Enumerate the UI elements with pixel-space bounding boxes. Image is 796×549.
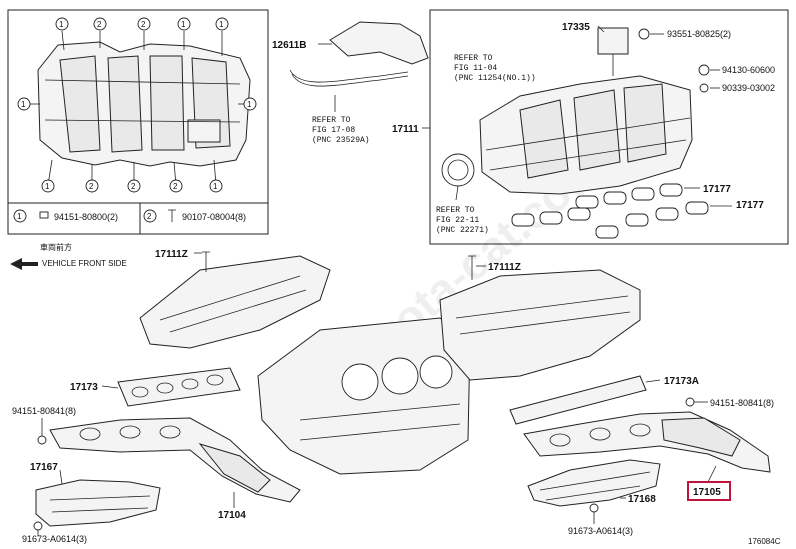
bolt-91673-left: 91673-A0614(3) xyxy=(22,521,87,544)
callout-circle-5: 1 xyxy=(215,17,229,31)
svg-text:1: 1 xyxy=(21,100,26,109)
callout-circle-left-side: 1 xyxy=(17,97,31,111)
callout-circle-9: 2 xyxy=(169,179,183,193)
callout-circle-8: 2 xyxy=(127,179,141,193)
svg-text:2: 2 xyxy=(141,20,146,29)
heat-insulator-17168: 17168 xyxy=(527,459,661,507)
gasket-17173a: 17173A xyxy=(509,375,699,425)
ref-11-04-line1: REFER TO xyxy=(454,54,493,63)
inset-box-intake-gasket: 1 2 2 1 1 1 2 2 2 1 1 1 1 94151-80800(2)… xyxy=(7,9,269,235)
callout-circle-right-side: 1 xyxy=(243,97,257,111)
bolt-94130 xyxy=(698,64,710,76)
callout-circle-3: 2 xyxy=(137,17,151,31)
svg-text:2: 2 xyxy=(131,182,136,191)
callout-circle-6: 1 xyxy=(41,179,55,193)
nut-94151-right: 94151-80841(8) xyxy=(685,397,774,408)
svg-text:93551-80825(2): 93551-80825(2) xyxy=(667,29,731,39)
heat-insulator-17167: 17167 xyxy=(30,462,161,527)
svg-text:2: 2 xyxy=(173,182,178,191)
svg-text:1: 1 xyxy=(247,100,252,109)
ref-17-08-line2: FIG 17-08 xyxy=(312,126,355,135)
svg-text:2: 2 xyxy=(97,20,102,29)
bolt-91673-right: 91673-A0614(3) xyxy=(568,503,633,536)
ref-22-11-line1: REFER TO xyxy=(436,206,475,215)
ref-22-11-line2: FIG 22-11 xyxy=(436,216,479,225)
gasket-17173: 17173 xyxy=(70,367,241,407)
exhaust-manifold-17105 xyxy=(523,411,771,483)
svg-text:1: 1 xyxy=(213,182,218,191)
svg-text:1: 1 xyxy=(219,20,224,29)
ref-11-04-line2: FIG 11-04 xyxy=(454,64,497,73)
bolt-90339 xyxy=(699,83,709,93)
part-label-17173: 17173 xyxy=(70,382,98,393)
vehicle-front-jp: 車両前方 xyxy=(40,242,72,252)
part-label-17177-a: 17177 xyxy=(703,184,731,195)
part-label-17177-b: 17177 xyxy=(736,200,764,211)
callout-circle-10: 1 xyxy=(209,179,223,193)
exhaust-manifold-17104: 17104 xyxy=(49,417,301,521)
engine-block-drawing xyxy=(139,255,641,475)
part-label-17167: 17167 xyxy=(30,462,58,473)
callout-circle-7: 2 xyxy=(85,179,99,193)
svg-text:91673-A0614(3): 91673-A0614(3) xyxy=(568,526,633,536)
gasket-row-upper xyxy=(575,183,683,209)
gasket-row-lower xyxy=(511,201,709,239)
svg-text:94130-60600: 94130-60600 xyxy=(722,65,775,75)
svg-text:17111Z: 17111Z xyxy=(155,249,188,260)
left-arrow-icon xyxy=(10,258,38,270)
svg-text:17111Z: 17111Z xyxy=(488,262,521,273)
intake-plenum-drawing xyxy=(37,41,251,167)
ref-17-08-line1: REFER TO xyxy=(312,116,351,125)
figure-code: 176084C xyxy=(748,537,781,546)
svg-text:94151-80841(8): 94151-80841(8) xyxy=(12,406,76,416)
legend-item-1: 1 94151-80800(2) xyxy=(13,209,118,223)
stud-17111z-left: 17111Z xyxy=(155,249,210,272)
svg-text:94151-80800(2): 94151-80800(2) xyxy=(54,212,118,222)
part-label-17173a: 17173A xyxy=(664,376,699,387)
part-17105-highlight-box[interactable]: 17105 xyxy=(687,481,731,501)
part-label-17111: 17111 xyxy=(392,124,419,135)
vehicle-front-indicator: 車両前方 VEHICLE FRONT SIDE xyxy=(10,242,127,270)
svg-text:90107-08004(8): 90107-08004(8) xyxy=(182,212,246,222)
svg-text:1: 1 xyxy=(17,212,22,221)
part-12611b-group: 12611B REFER TO FIG 17-08 (PNC 23529A) xyxy=(272,21,429,145)
ref-22-11-line3: (PNC 22271) xyxy=(436,226,489,235)
svg-text:1: 1 xyxy=(45,182,50,191)
stud-17111z-right: 17111Z xyxy=(468,255,521,280)
inset-box-intake-manifold: 17111 17335 93551-80825(2) 94130-60600 9… xyxy=(392,9,789,245)
svg-text:1: 1 xyxy=(59,20,64,29)
legend-item-2: 2 90107-08004(8) xyxy=(143,209,246,223)
nut-94151-left: 94151-80841(8) xyxy=(12,406,76,445)
bolt-93551 xyxy=(638,28,650,40)
vehicle-front-en: VEHICLE FRONT SIDE xyxy=(42,259,127,268)
part-label-12611b: 12611B xyxy=(272,40,306,51)
part-label-17335: 17335 xyxy=(562,22,590,33)
part-label-17104: 17104 xyxy=(218,510,246,521)
svg-text:94151-80841(8): 94151-80841(8) xyxy=(710,398,774,408)
part-label-17105: 17105 xyxy=(693,487,721,498)
svg-text:1: 1 xyxy=(181,20,186,29)
callout-circle-4: 1 xyxy=(177,17,191,31)
callout-circle-1: 1 xyxy=(55,17,69,31)
ref-17-08-line3: (PNC 23529A) xyxy=(312,136,370,145)
svg-text:90339-03002: 90339-03002 xyxy=(722,83,775,93)
ref-11-04-line3: (PNC 11254(NO.1)) xyxy=(454,74,536,83)
part-label-17168: 17168 xyxy=(628,494,656,505)
svg-text:2: 2 xyxy=(89,182,94,191)
svg-text:2: 2 xyxy=(147,212,152,221)
callout-circle-2: 2 xyxy=(93,17,107,31)
svg-text:91673-A0614(3): 91673-A0614(3) xyxy=(22,534,87,544)
